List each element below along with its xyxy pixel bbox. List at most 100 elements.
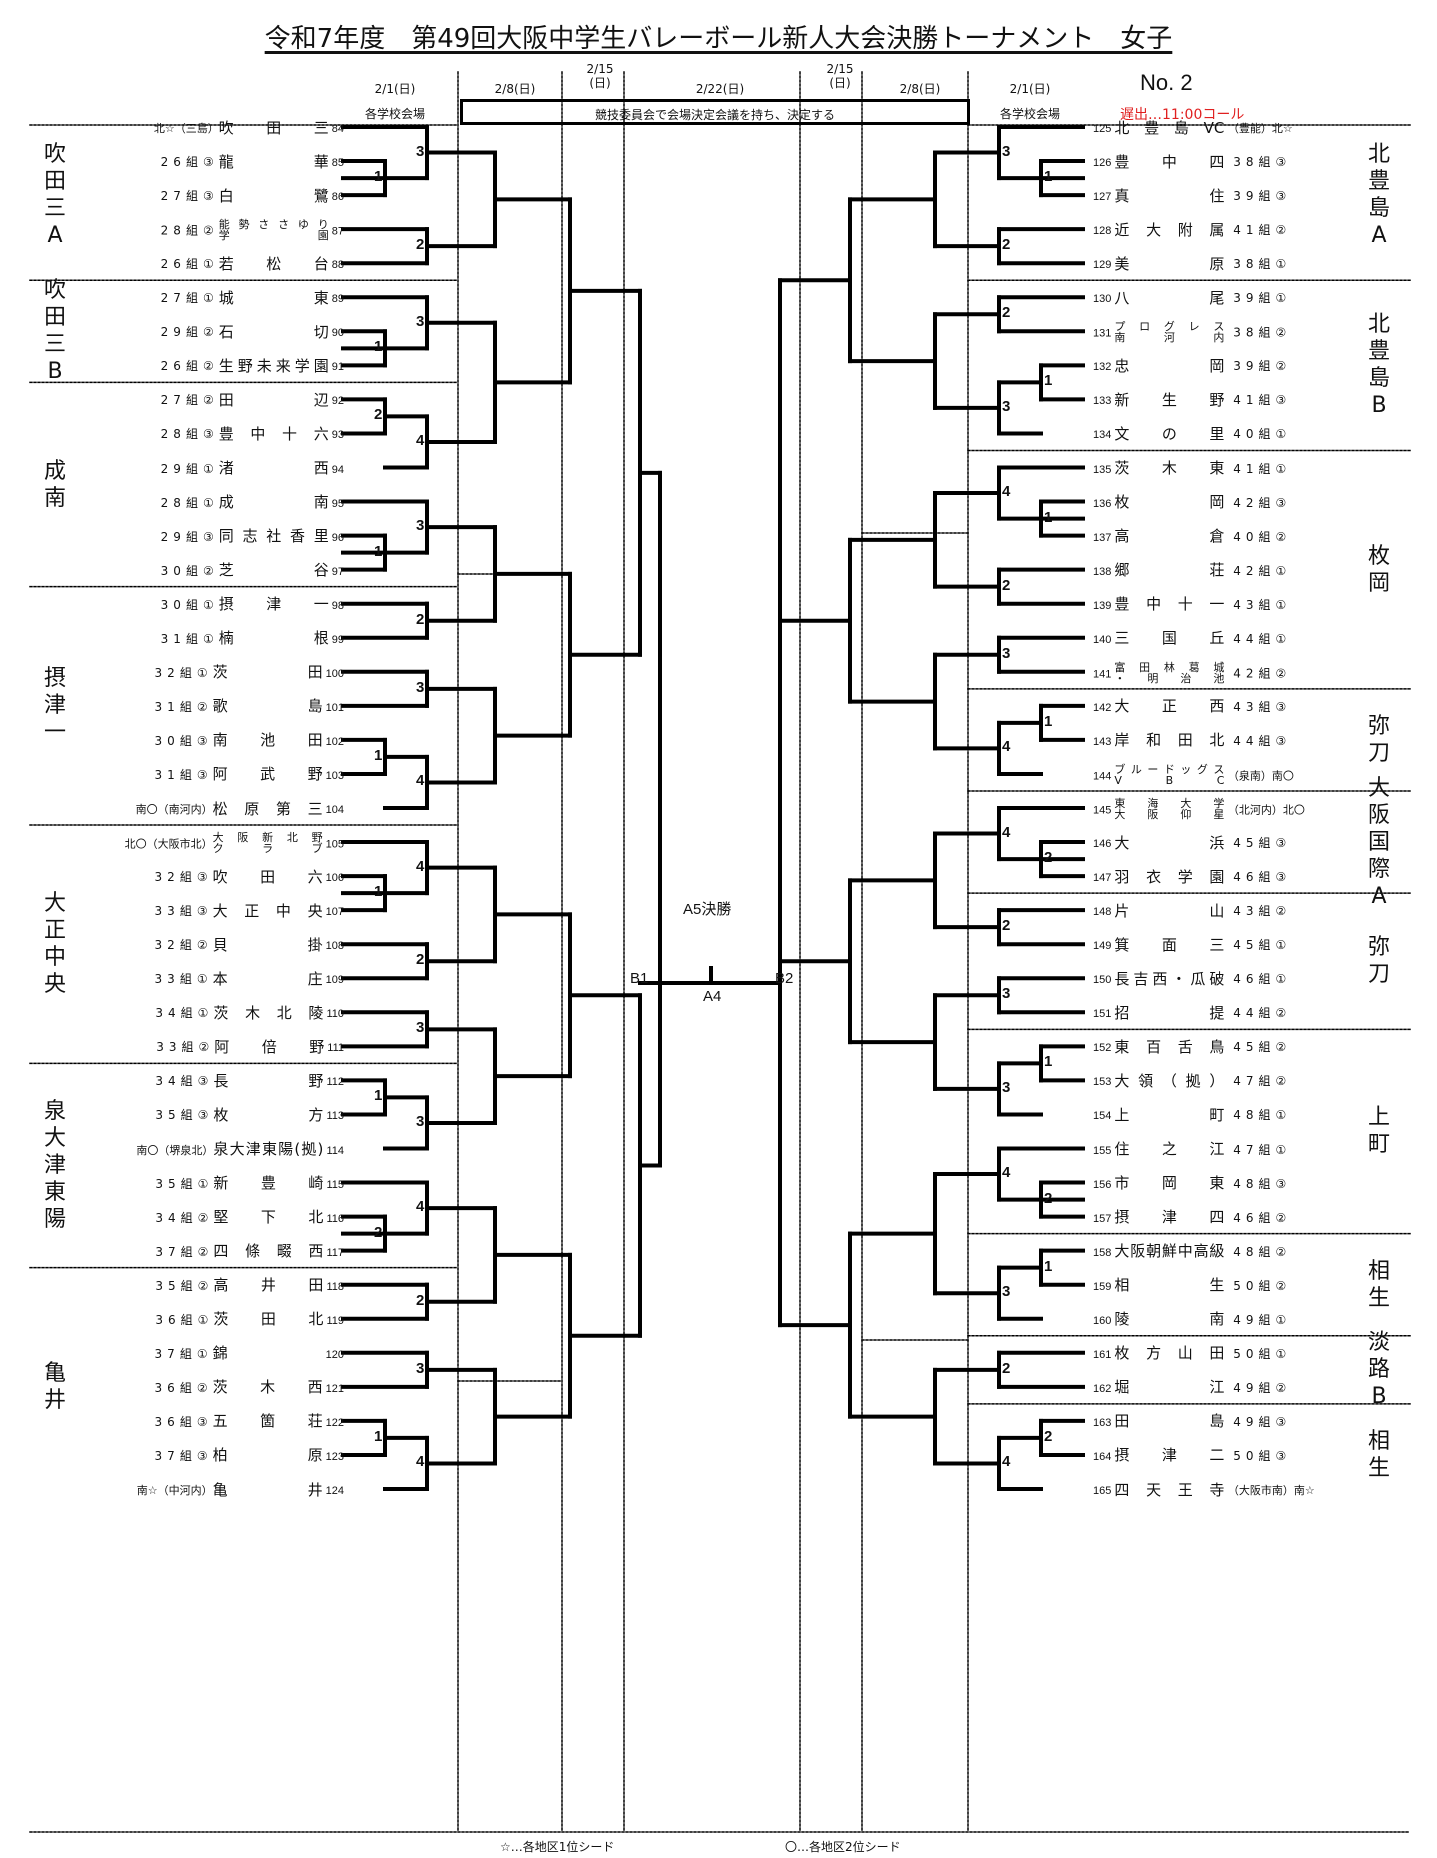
match-number: 4 bbox=[1002, 738, 1011, 756]
team-entry: 北☆（三島）吹田三 84 bbox=[153, 118, 344, 137]
team-number: 94 bbox=[328, 463, 344, 476]
team-number: 137 bbox=[1093, 531, 1115, 544]
team-seed: 48組③ bbox=[1224, 1176, 1292, 1191]
date-round3-left: 2/15 (日) bbox=[586, 62, 614, 90]
group-label: 亀井 bbox=[43, 1360, 66, 1413]
match-number: 2 bbox=[1044, 1189, 1053, 1207]
team-seed: 33組① bbox=[154, 972, 213, 987]
team-entry: 162 堀江 49組② bbox=[1093, 1378, 1292, 1397]
semi-label-b2: B2 bbox=[775, 970, 794, 987]
team-number: 86 bbox=[328, 191, 344, 204]
venue-round1-right: 各学校会場 bbox=[999, 107, 1060, 121]
team-number: 119 bbox=[323, 1314, 344, 1327]
team-number: 134 bbox=[1093, 429, 1115, 442]
team-seed: 40組① bbox=[1224, 427, 1292, 442]
team-entry: 126 豊中四 38組③ bbox=[1093, 152, 1292, 171]
team-entry: 南〇（堺泉北）泉大津東陽(拠) 114 bbox=[136, 1140, 344, 1158]
group-label: 枚岡 bbox=[1367, 543, 1390, 596]
team-number: 155 bbox=[1093, 1144, 1115, 1157]
match-number: 2 bbox=[1002, 917, 1011, 935]
team-seed: 45組① bbox=[1224, 938, 1292, 953]
team-number: 122 bbox=[322, 1416, 344, 1429]
match-number: 2 bbox=[416, 610, 425, 628]
team-number: 107 bbox=[322, 906, 344, 919]
team-number: 105 bbox=[322, 838, 344, 851]
team-number: 156 bbox=[1093, 1178, 1115, 1191]
team-entry: 34組①茨木北陵 110 bbox=[155, 1003, 344, 1022]
team-entry: 130 八尾 39組① bbox=[1093, 288, 1292, 307]
team-number: 160 bbox=[1093, 1314, 1115, 1327]
team-number: 142 bbox=[1093, 701, 1115, 714]
team-entry: 南〇（南河内）松原第三 104 bbox=[135, 799, 344, 818]
team-entry: 152 東百舌鳥 45組② bbox=[1093, 1037, 1292, 1056]
team-entry: 129 美原 38組① bbox=[1093, 254, 1292, 273]
match-number: 3 bbox=[1002, 644, 1011, 662]
team-seed: 35組② bbox=[155, 1278, 214, 1293]
team-seed: 27組① bbox=[160, 291, 219, 306]
team-number: 140 bbox=[1093, 633, 1115, 646]
match-number: 4 bbox=[416, 1453, 425, 1471]
team-entry: 139 豊中十一 43組① bbox=[1093, 595, 1292, 614]
team-entry: 32組①茨田 100 bbox=[154, 663, 344, 682]
match-number: 3 bbox=[416, 312, 425, 330]
team-number: 104 bbox=[322, 804, 344, 816]
team-seed: 42組② bbox=[1224, 666, 1292, 681]
team-seed: 36組③ bbox=[154, 1414, 213, 1429]
team-seed: 28組③ bbox=[160, 427, 219, 442]
match-number: 3 bbox=[1002, 142, 1011, 160]
team-number: 102 bbox=[322, 735, 344, 748]
group-label: 弥刀 bbox=[1367, 713, 1390, 766]
team-seed: 38組① bbox=[1224, 257, 1292, 272]
team-entry: 27組③白鷺 86 bbox=[160, 186, 344, 205]
team-entry: 141 富田林葛城・ 明 治 池 42組② bbox=[1093, 660, 1292, 685]
group-label: 弥刀 bbox=[1367, 935, 1390, 988]
team-entry: 北〇（大阪市北）大阪新北野ク ラ ブ 105 bbox=[124, 831, 344, 856]
team-seed: 33組③ bbox=[154, 904, 213, 919]
semi-label-b1: B1 bbox=[630, 970, 649, 987]
team-number: 113 bbox=[323, 1110, 344, 1123]
match-number: 3 bbox=[416, 1359, 425, 1377]
team-seed: 50組① bbox=[1224, 1346, 1292, 1361]
team-entry: 31組①楠根 99 bbox=[160, 629, 344, 648]
team-number: 118 bbox=[323, 1280, 344, 1293]
team-seed: 42組③ bbox=[1224, 495, 1292, 510]
team-entry: 36組①茨田北 119 bbox=[155, 1310, 344, 1329]
team-seed: 41組③ bbox=[1224, 393, 1292, 408]
match-number: 4 bbox=[1002, 1453, 1011, 1471]
match-number: 2 bbox=[1002, 236, 1011, 254]
team-entry: 151 招提 44組② bbox=[1093, 1003, 1292, 1022]
team-entry: 34組③長野 112 bbox=[155, 1071, 344, 1090]
final-match-a4: A4 bbox=[703, 988, 722, 1005]
team-seed: 37組② bbox=[155, 1244, 214, 1259]
team-number: 125 bbox=[1093, 123, 1115, 135]
match-number: 2 bbox=[1044, 849, 1053, 867]
legend-circle-seed: 〇…各地区2位シード bbox=[785, 1840, 901, 1854]
team-number: 139 bbox=[1093, 599, 1115, 612]
team-seed: 46組① bbox=[1224, 972, 1292, 987]
match-number: 3 bbox=[416, 678, 425, 696]
group-label: 摂津一 bbox=[43, 666, 66, 746]
team-entry: 134 文の里 40組① bbox=[1093, 424, 1292, 443]
team-number: 163 bbox=[1093, 1416, 1115, 1429]
team-entry: 37組①錦 120 bbox=[154, 1344, 344, 1363]
team-entry: 131 プログレス南 河 内 38組② bbox=[1093, 320, 1292, 345]
date-round2-left: 2/8(日) bbox=[494, 82, 536, 96]
team-seed: 44組② bbox=[1224, 1006, 1292, 1021]
team-entry: 27組①城東 89 bbox=[160, 288, 344, 307]
team-number: 93 bbox=[328, 429, 344, 442]
match-number: 3 bbox=[416, 517, 425, 535]
team-number: 141 bbox=[1093, 668, 1115, 681]
team-entry: 150 長吉西・瓜破 46組① bbox=[1093, 969, 1292, 988]
team-number: 99 bbox=[328, 633, 344, 646]
team-seed: （北河内）北〇 bbox=[1224, 803, 1305, 817]
team-number: 158 bbox=[1093, 1246, 1115, 1259]
team-number: 106 bbox=[322, 872, 344, 885]
group-label: 上町 bbox=[1367, 1105, 1390, 1158]
team-entry: 32組③吹田六 106 bbox=[154, 867, 344, 886]
team-seed: 39組② bbox=[1224, 359, 1292, 374]
match-number: 2 bbox=[416, 236, 425, 254]
